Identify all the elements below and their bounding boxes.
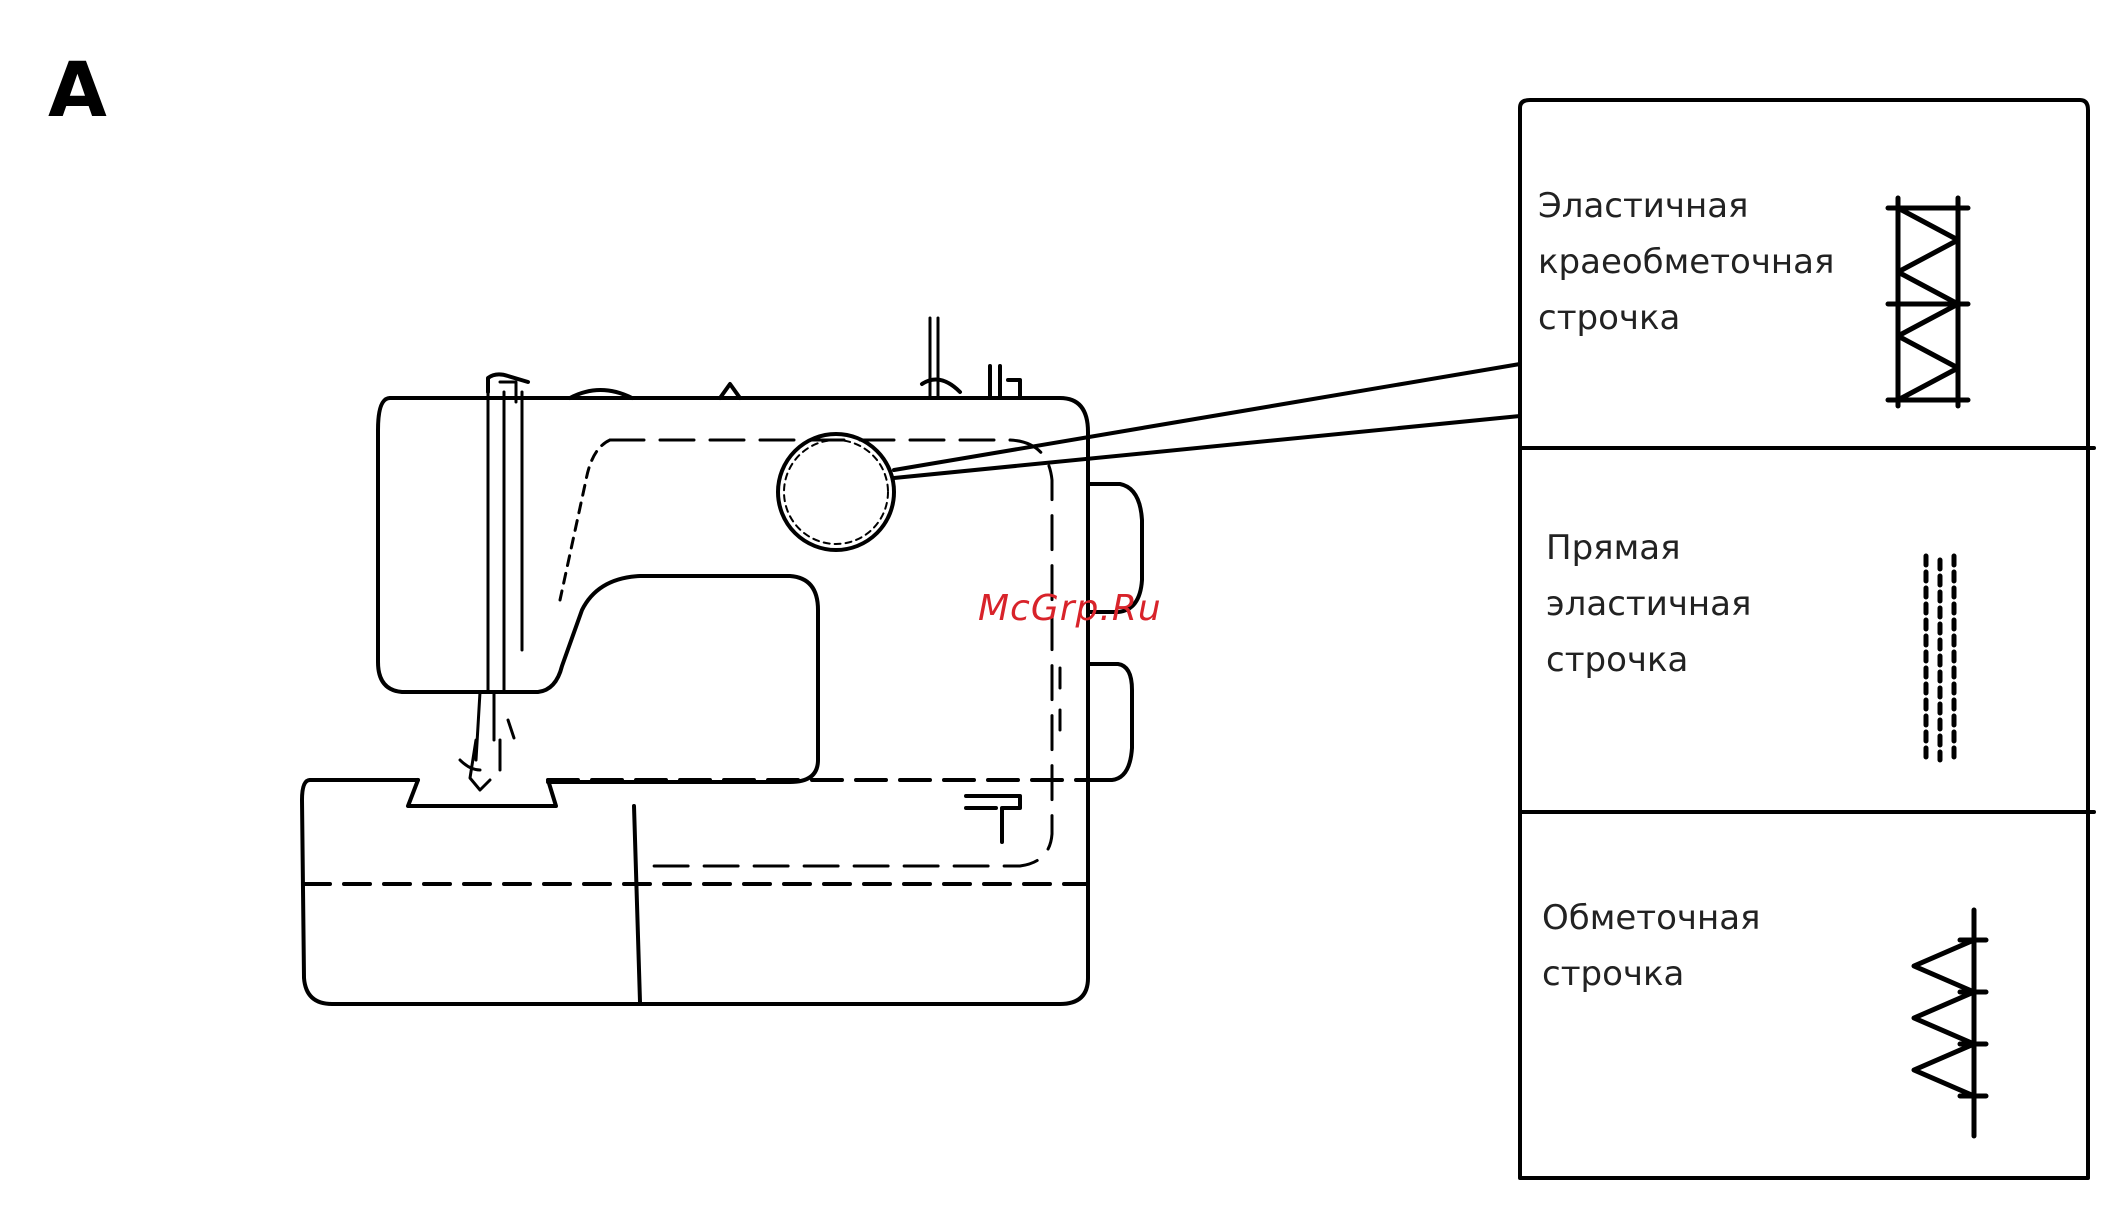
needle-plate: [408, 780, 556, 806]
label-line: эластичная: [1546, 576, 1751, 632]
machine-base: [302, 780, 1088, 1004]
pattern-selector-dial: [778, 434, 894, 550]
label-line: Обметочная: [1542, 890, 1761, 946]
label-line: Прямая: [1546, 520, 1751, 576]
watermark: McGrp.Ru: [978, 588, 1162, 629]
stitch-label-overcast: Обметочная строчка: [1542, 890, 1761, 1002]
callout-lines: [894, 364, 1520, 478]
sewing-machine-illustration: [302, 318, 1142, 1004]
straight-stretch-stitch-icon: [1926, 556, 1954, 760]
stitch-label-elastic-overlock: Эластичная краеобметочная строчка: [1538, 178, 1834, 346]
reverse-lever: [966, 796, 1020, 842]
label-line: строчка: [1538, 290, 1834, 346]
label-line: Эластичная: [1538, 178, 1834, 234]
overcast-stitch-icon: [1914, 910, 1986, 1136]
label-line: строчка: [1542, 946, 1761, 1002]
stitch-label-straight-stretch: Прямая эластичная строчка: [1546, 520, 1751, 688]
label-line: краеобметочная: [1538, 234, 1834, 290]
stitch-knob: [1088, 664, 1132, 780]
elastic-overlock-stitch-icon: [1888, 198, 1968, 406]
arm-opening: [496, 576, 818, 782]
spool-pins: [570, 318, 1020, 398]
label-line: строчка: [1546, 632, 1751, 688]
presser-foot: [460, 692, 514, 790]
